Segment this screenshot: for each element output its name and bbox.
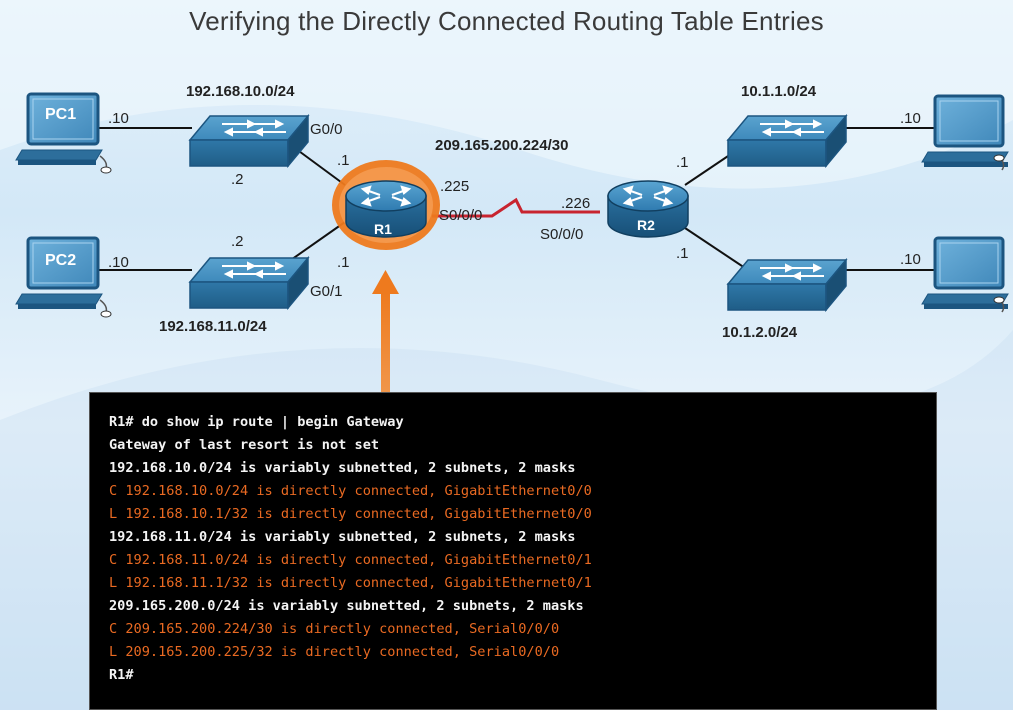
pc2-ip-label: .10	[108, 254, 129, 271]
pc4-icon	[921, 236, 1009, 313]
terminal-prompt: R1#	[109, 667, 134, 683]
r2-lan1-ip-label: .1	[676, 154, 689, 171]
net-r2-lan1-label: 10.1.1.0/24	[741, 83, 817, 100]
switch4-icon	[726, 257, 848, 313]
r1-g00-ip-label: .1	[337, 152, 350, 169]
switch2-icon	[188, 255, 310, 311]
pc1-icon	[15, 92, 112, 174]
router-r1-icon	[332, 160, 440, 250]
pc1-ip-label: .10	[108, 110, 129, 127]
terminal-line: 192.168.10.0/24 is variably subnetted, 2…	[109, 460, 576, 476]
highlight-arrow	[372, 270, 399, 392]
r2-s000-label: S0/0/0	[540, 226, 584, 243]
pc2-label: PC2	[45, 252, 77, 269]
sw2-ip-label: .2	[231, 233, 244, 250]
terminal-window: R1# do show ip route | begin Gateway Gat…	[89, 392, 937, 710]
link-r2-sw4	[684, 227, 746, 269]
net-lan2-label: 192.168.11.0/24	[159, 318, 267, 335]
terminal-line: L 192.168.10.1/32 is directly connected,…	[109, 506, 592, 522]
r1-label: R1	[374, 221, 392, 237]
r1-g00-label: G0/0	[310, 121, 343, 138]
sw1-ip-label: .2	[231, 171, 244, 188]
terminal-line: L 209.165.200.225/32 is directly connect…	[109, 644, 560, 660]
r2-s000-ip-label: .226	[561, 195, 591, 212]
terminal-line: C 192.168.10.0/24 is directly connected,…	[109, 483, 592, 499]
terminal-line: 192.168.11.0/24 is variably subnetted, 2…	[109, 529, 576, 545]
r1-s000-label: S0/0/0	[439, 207, 483, 224]
terminal-line: Gateway of last resort is not set	[109, 437, 380, 453]
terminal-line: R1# do show ip route | begin Gateway	[109, 414, 404, 430]
net-wan-label: 209.165.200.224/30	[435, 137, 569, 154]
terminal-line: L 192.168.11.1/32 is directly connected,…	[109, 575, 592, 591]
pc1-label: PC1	[45, 106, 77, 123]
r2-lan2-ip-label: .1	[676, 245, 689, 262]
terminal-line: C 209.165.200.224/30 is directly connect…	[109, 621, 560, 637]
pc2-icon	[15, 236, 112, 318]
switch3-icon	[726, 113, 848, 169]
page-title: Verifying the Directly Connected Routing…	[189, 6, 824, 36]
r2-label: R2	[637, 217, 655, 233]
pc3-icon	[921, 94, 1009, 171]
terminal-line: C 192.168.11.0/24 is directly connected,…	[109, 552, 592, 568]
terminal-line: 209.165.200.0/24 is variably subnetted, …	[109, 598, 584, 614]
r1-g01-label: G0/1	[310, 283, 343, 300]
pc3-ip-label: .10	[900, 110, 921, 127]
link-sw2-r1	[287, 221, 346, 263]
net-lan1-label: 192.168.10.0/24	[186, 83, 295, 100]
switch1-icon	[188, 113, 310, 169]
r1-g01-ip-label: .1	[337, 254, 350, 271]
serial-link	[432, 197, 600, 218]
r1-s000-ip-label: .225	[440, 178, 470, 195]
pc4-ip-label: .10	[900, 251, 921, 268]
net-r2-lan2-label: 10.1.2.0/24	[722, 324, 798, 341]
router-r2-icon	[607, 180, 689, 238]
